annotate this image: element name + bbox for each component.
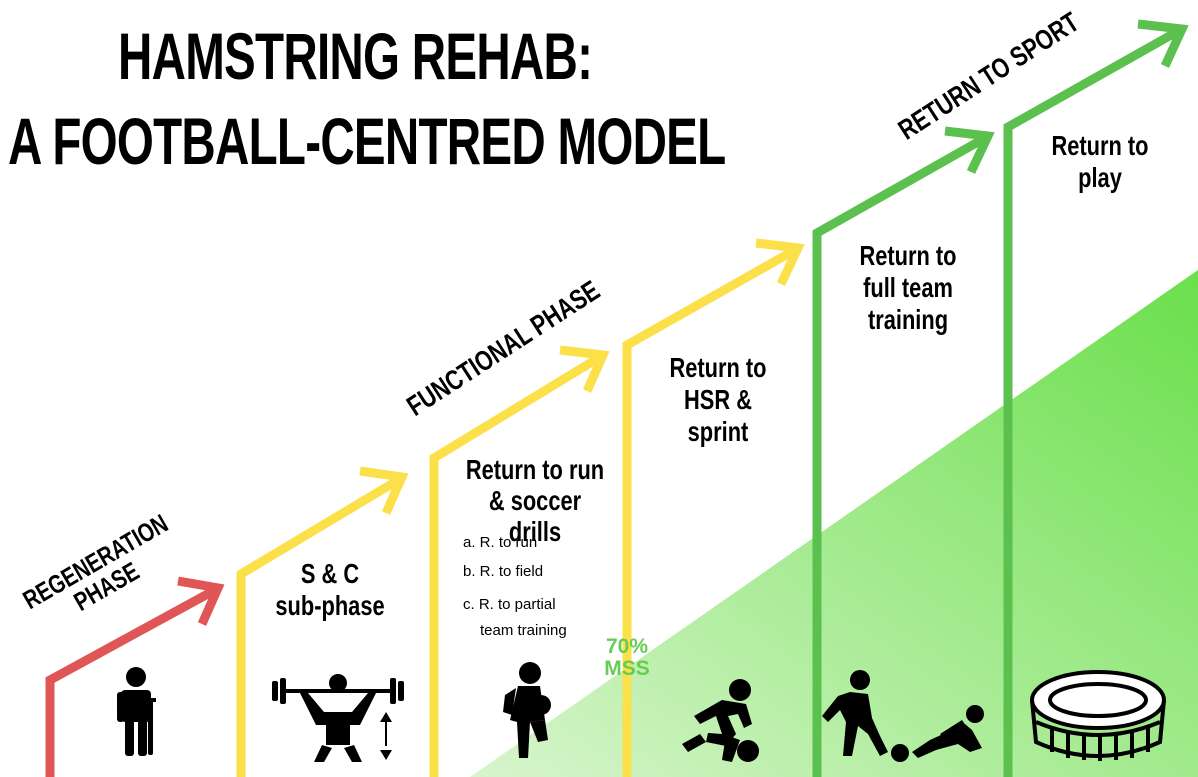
step-run-line-1: Return to run xyxy=(465,454,605,485)
step-run-sub-c2: team training xyxy=(480,622,567,639)
step-team: Return to full team training xyxy=(833,240,983,337)
step-run: Return to run & soccer drills xyxy=(440,454,630,547)
step-run-sub-c: c. R. to partial xyxy=(463,596,556,613)
weightlifter-icon xyxy=(272,674,404,762)
threshold-unit: MSS xyxy=(604,657,650,681)
step-sc-line-1: S & C xyxy=(300,558,360,589)
step-run-line-2: & soccer drills xyxy=(488,484,582,547)
step-sc-line-2: sub-phase xyxy=(275,590,385,622)
arrow-sc xyxy=(236,466,409,777)
threshold-label: 70% MSS xyxy=(594,635,660,681)
step-run-sub-a: a. R. to run xyxy=(463,534,538,551)
step-hsr-line-2: HSR & xyxy=(684,384,752,416)
step-play-line-2: play xyxy=(1078,162,1122,194)
tackle-icon xyxy=(822,670,984,762)
step-hsr-line-1: Return to xyxy=(669,352,767,383)
step-team-line-2: full team xyxy=(863,272,953,304)
arrow-play xyxy=(1003,19,1189,777)
threshold-value: 70% xyxy=(605,635,649,658)
green-field-background xyxy=(470,270,1198,777)
ball-juggle-icon xyxy=(503,662,551,758)
title-line-1: HAMSTRING REHAB: xyxy=(118,19,593,93)
step-hsr-line-3: sprint xyxy=(687,416,749,448)
step-play-line-1: Return to xyxy=(1051,130,1149,161)
arrow-run xyxy=(429,345,610,777)
title-line-2: A FOOTBALL-CENTRED MODEL xyxy=(8,104,726,178)
step-sc: S & C sub-phase xyxy=(255,558,405,622)
stadium-icon xyxy=(1030,670,1166,761)
sprinter-icon xyxy=(682,679,759,762)
step-team-line-3: training xyxy=(867,304,949,336)
step-team-line-1: Return to xyxy=(859,240,957,271)
arrow-team xyxy=(812,126,995,777)
crutch-person-icon xyxy=(117,667,156,756)
step-hsr: Return to HSR & sprint xyxy=(643,352,793,449)
arrow-hsr xyxy=(622,238,805,777)
arrow-regeneration xyxy=(45,576,225,777)
step-run-sub-b: b. R. to field xyxy=(463,563,544,580)
step-play: Return to play xyxy=(1025,130,1175,194)
